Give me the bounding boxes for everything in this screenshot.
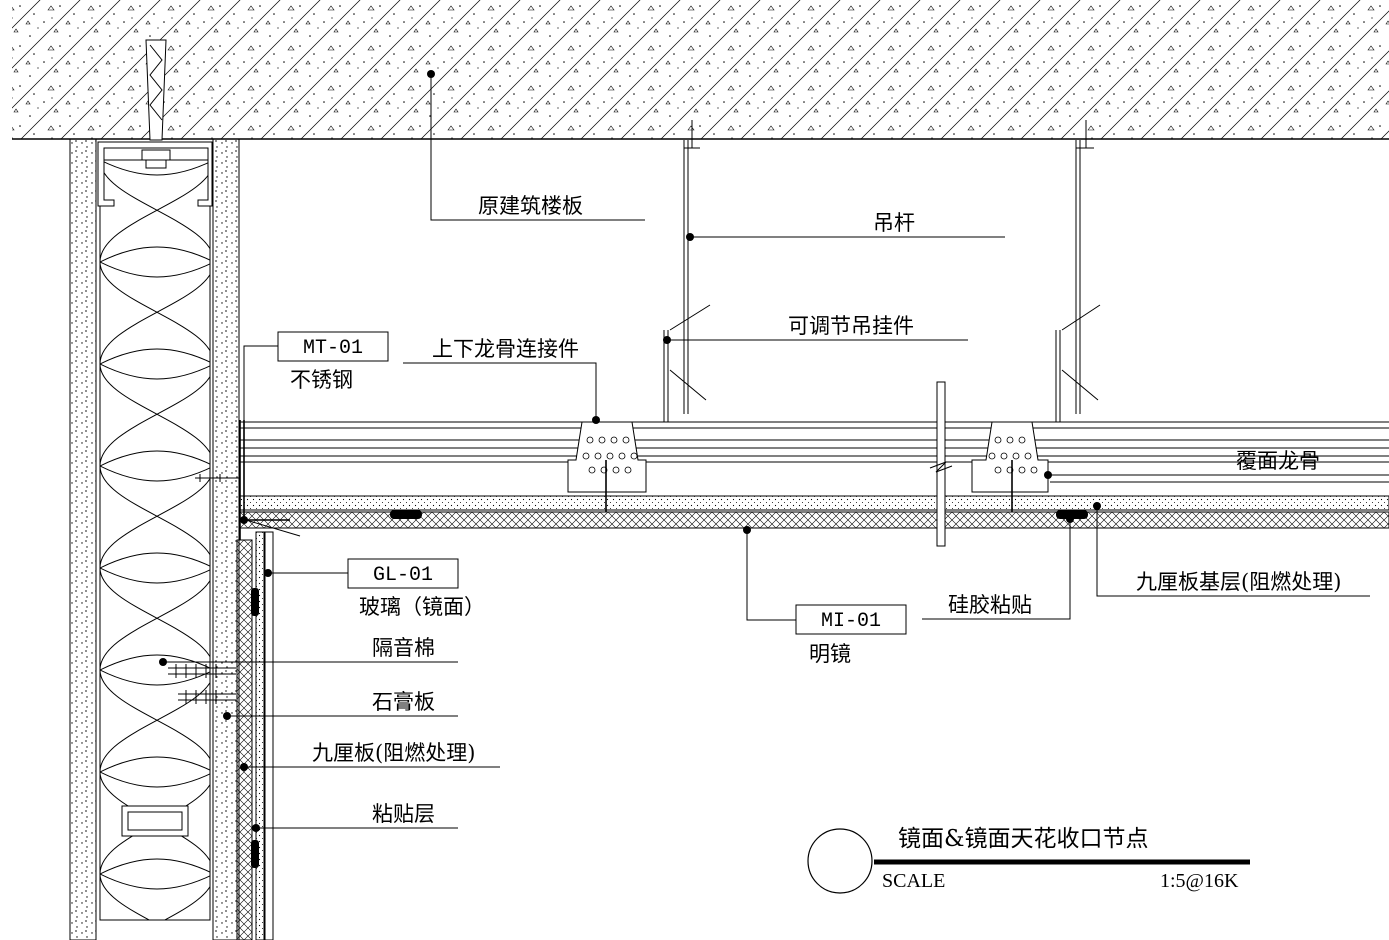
detail-circle bbox=[807, 828, 873, 894]
tag-mt01-name: 不锈钢 bbox=[290, 368, 353, 392]
callout-gypsum-board: 石膏板 bbox=[372, 690, 435, 714]
keel-connector-left bbox=[567, 421, 647, 512]
callout-silicone-bond: 硅胶粘贴 bbox=[948, 593, 1032, 617]
detail-title: 镜面&镜面天花收口节点 bbox=[898, 826, 1148, 852]
wall-screws bbox=[168, 474, 240, 704]
hanger-rod-right bbox=[1055, 120, 1101, 422]
ceiling-keels bbox=[240, 421, 1389, 483]
tag-gl01: GL-01 玻璃（镜面） bbox=[347, 558, 485, 619]
callout-plywood-base: 九厘板基层(阻燃处理) bbox=[1136, 570, 1341, 594]
wall-mirror-assembly bbox=[236, 531, 274, 940]
callout-floor-slab: 原建筑楼板 bbox=[478, 194, 583, 218]
callout-keel-connector: 上下龙骨连接件 bbox=[432, 337, 579, 361]
keel-connector-right bbox=[971, 421, 1049, 512]
wall-gypsum-board bbox=[69, 138, 240, 940]
tag-mi01-name: 明镜 bbox=[809, 642, 851, 666]
scale-value: 1:5@16K bbox=[1160, 870, 1239, 892]
callout-adjustable-hanger: 可调节吊挂件 bbox=[788, 314, 914, 338]
tag-mi01-code: MI-01 bbox=[821, 610, 881, 633]
tag-mi01: MI-01 明镜 bbox=[795, 604, 907, 666]
callout-adhesive-layer: 粘贴层 bbox=[372, 802, 435, 826]
ceiling-plywood-base bbox=[239, 495, 1389, 529]
callout-cover-keel: 覆面龙骨 bbox=[1236, 449, 1320, 473]
title-block: 镜面&镜面天花收口节点 SCALE 1:5@16K bbox=[807, 826, 1250, 894]
hanger-rod-left bbox=[663, 120, 711, 422]
sound-insulation-wool bbox=[99, 159, 211, 921]
break-line bbox=[929, 381, 953, 547]
wall-stud-channel bbox=[97, 141, 213, 837]
floor-slab bbox=[12, 0, 1389, 140]
tag-mt01: MT-01 不锈钢 bbox=[277, 331, 389, 392]
tag-mt01-code: MT-01 bbox=[303, 337, 363, 360]
scale-label: SCALE bbox=[882, 870, 945, 892]
tag-gl01-code: GL-01 bbox=[373, 564, 433, 587]
tag-gl01-name: 玻璃（镜面） bbox=[359, 595, 485, 619]
callout-plywood-fire: 九厘板(阻燃处理) bbox=[312, 741, 475, 765]
leader-lines bbox=[159, 70, 1370, 832]
callout-hanger-rod: 吊杆 bbox=[873, 211, 915, 235]
callout-soundproof-wool: 隔音棉 bbox=[372, 636, 435, 660]
